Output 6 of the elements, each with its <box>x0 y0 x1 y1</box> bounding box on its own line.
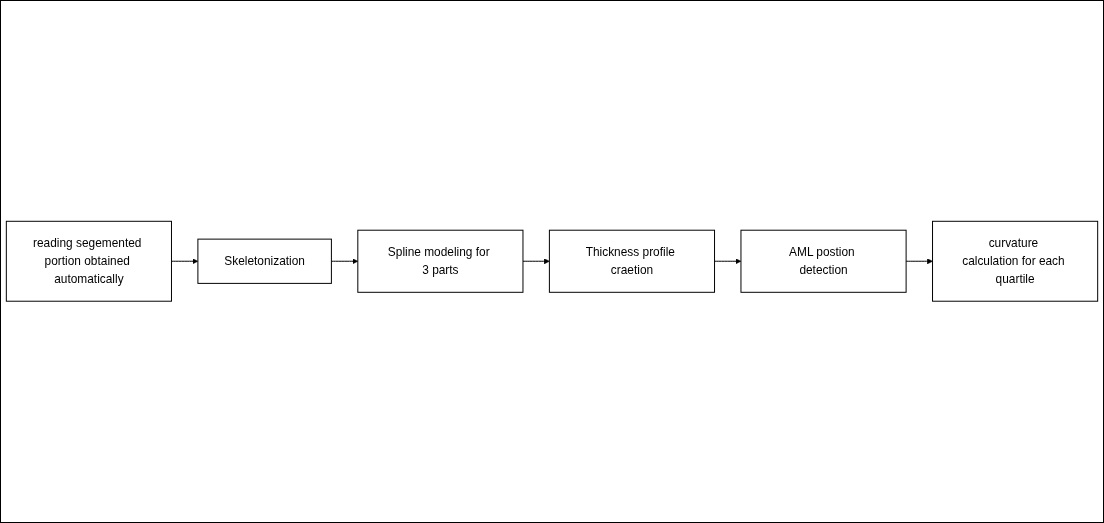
node-box: Thickness profile craetion <box>548 229 716 294</box>
node-box: reading segemented portion obtained automatically <box>5 221 172 302</box>
node-box: Skeletonization <box>197 238 332 285</box>
node-box: Spline modeling for 3 parts <box>357 229 524 294</box>
node-box: curvature calculation for each quartile <box>932 221 1099 302</box>
node-box: AML postion detection <box>740 229 907 294</box>
